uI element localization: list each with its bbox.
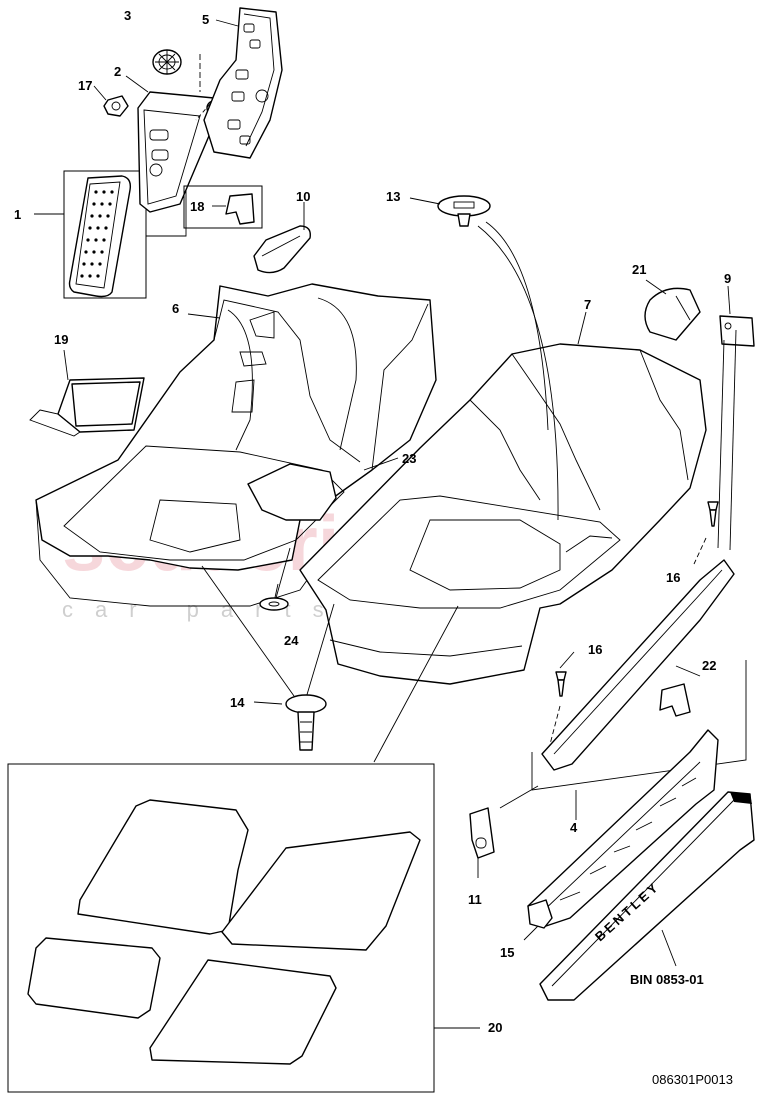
callout-19: 19 (54, 332, 68, 347)
reference-label: BIN 0853-01 (630, 972, 704, 987)
callout-17: 17 (78, 78, 92, 93)
pedal-detail-box (63, 170, 147, 299)
callout-5: 5 (202, 12, 209, 27)
callout-22: 22 (702, 658, 716, 673)
callout-9: 9 (724, 271, 731, 286)
callout-24: 24 (284, 633, 299, 648)
rear-floor-carpet (299, 343, 707, 685)
bracket-11 (469, 807, 495, 859)
pad (253, 225, 311, 274)
callout-10: 10 (296, 189, 310, 204)
callout-18: 18 (190, 199, 204, 214)
callout-16-upper: 16 (666, 570, 680, 585)
document-number: 086301P0013 (652, 1072, 733, 1087)
callout-13: 13 (386, 189, 400, 204)
floor-mat-box (7, 763, 435, 1093)
clip-24 (259, 597, 289, 611)
plug (437, 195, 491, 227)
clip-22 (659, 683, 691, 717)
accelerator-pedal (63, 170, 187, 299)
screw-upper (707, 501, 719, 527)
push-fastener (285, 694, 327, 751)
sill-carrier (527, 729, 719, 929)
callout-14: 14 (230, 695, 245, 710)
front-floor-carpet (35, 283, 437, 607)
nut (103, 95, 129, 117)
sill-strip (541, 559, 735, 771)
clip-detail-box (183, 185, 263, 229)
callout-2: 2 (114, 64, 121, 79)
heel-pad (29, 377, 145, 437)
screw-lower (555, 671, 567, 697)
clip (183, 185, 263, 229)
small-bracket (719, 315, 755, 347)
callout-16-lower: 16 (588, 642, 602, 657)
floor-mats (7, 763, 435, 1093)
callout-labels: 1 2 3 5 6 7 9 10 13 14 16 16 17 18 19 20… (14, 8, 731, 1035)
callout-7: 7 (584, 297, 591, 312)
callout-6: 6 (172, 301, 179, 316)
callout-20: 20 (488, 1020, 502, 1035)
grommet (152, 49, 182, 75)
callout-21: 21 (632, 262, 646, 277)
callout-1: 1 (14, 207, 21, 222)
callout-11: 11 (468, 892, 482, 907)
callout-23: 23 (402, 451, 416, 466)
pad-rear (644, 287, 701, 341)
watermark-sub: car parts (62, 597, 346, 622)
callout-3: 3 (124, 8, 131, 23)
callout-4: 4 (570, 820, 578, 835)
footwell-side-trim (203, 7, 283, 159)
callout-15: 15 (500, 945, 514, 960)
